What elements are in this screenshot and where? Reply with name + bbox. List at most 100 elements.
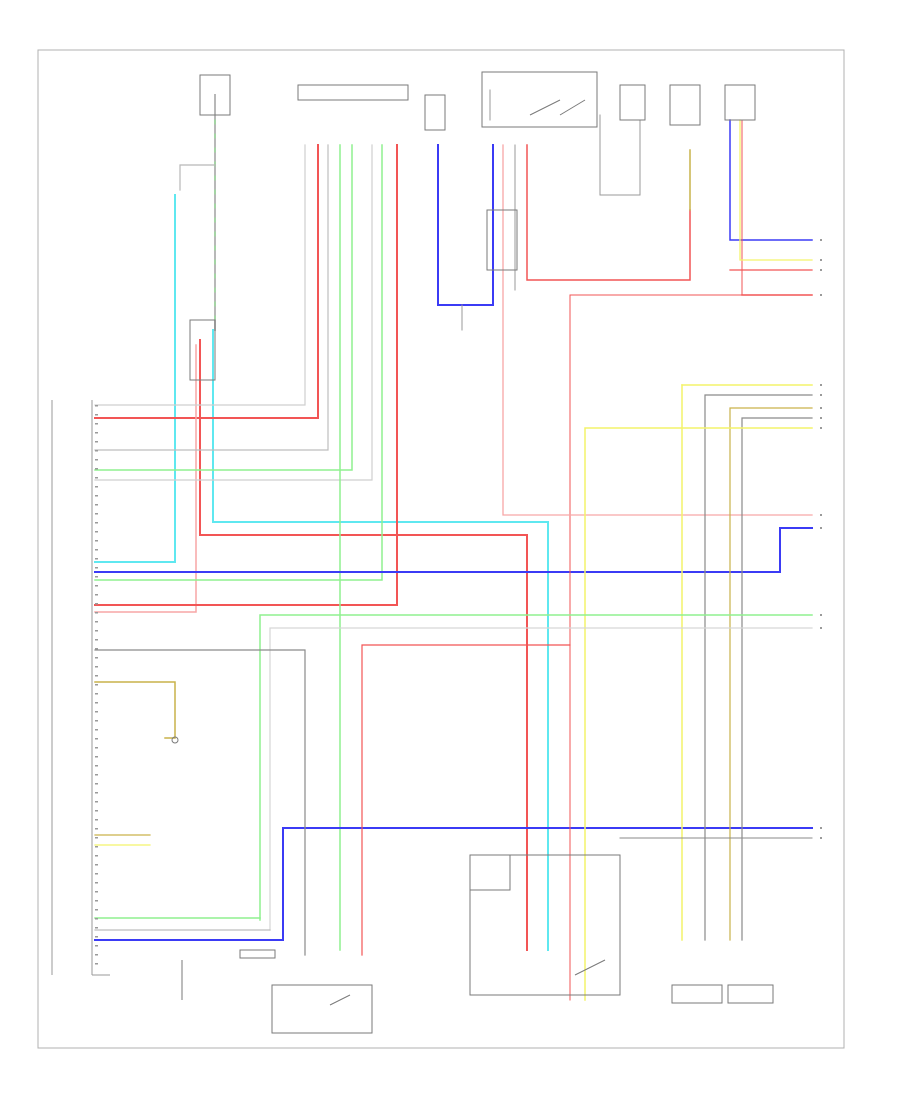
component-switch-bottom-center — [574, 959, 606, 976]
module-pin-mark — [95, 837, 98, 839]
junction-box-top-left — [199, 74, 231, 116]
wire-blue-bottom — [94, 827, 813, 941]
module-pin-mark — [95, 936, 98, 938]
fuse-box-2 — [669, 84, 701, 126]
module-pin-mark — [95, 765, 98, 767]
wire-olive-sensor — [94, 681, 176, 739]
relay-switch-line — [529, 99, 561, 116]
terminal-end-mark — [820, 394, 822, 396]
module-pin-mark — [95, 639, 98, 641]
module-pin-mark — [95, 783, 98, 785]
terminal-end-mark — [820, 614, 822, 616]
connector-marker-bottom — [239, 949, 276, 959]
wire-gray-2 — [704, 394, 813, 941]
component-box-bottom-center-2 — [469, 854, 621, 996]
diagram-frame — [37, 49, 845, 1049]
wire-red-bundle — [94, 144, 398, 606]
module-pin-mark — [95, 612, 98, 614]
component-switch-bottom-left — [329, 994, 351, 1006]
terminal-end-mark — [820, 407, 822, 409]
fuse-box-3 — [724, 84, 756, 121]
wire-light-red-right — [502, 144, 813, 516]
terminal-end-mark — [820, 417, 822, 419]
module-pin-mark — [95, 477, 98, 479]
wire-group — [94, 89, 813, 1001]
terminal-end-mark — [820, 294, 822, 296]
module-pin-mark — [95, 891, 98, 893]
component-box-bottom-center — [469, 854, 511, 891]
module-pin-mark — [95, 927, 98, 929]
module-pin-mark — [95, 729, 98, 731]
terminal-end-mark — [820, 269, 822, 271]
module-pin-mark — [95, 819, 98, 821]
module-pin-mark — [95, 666, 98, 668]
module-pin-mark — [95, 621, 98, 623]
module-pin-mark — [95, 549, 98, 551]
wire-olive-2 — [729, 407, 813, 941]
module-pin-mark — [95, 855, 98, 857]
terminal-marks — [95, 239, 822, 965]
module-pin-mark — [95, 909, 98, 911]
module-pin-mark — [95, 801, 98, 803]
component-box-bottom-right-2 — [727, 984, 774, 1004]
wire-red-top-right — [526, 144, 691, 281]
module-pin-mark — [95, 486, 98, 488]
module-pin-mark — [95, 954, 98, 956]
wire-gray-branch — [179, 164, 216, 191]
wire-blue-top — [437, 144, 494, 306]
module-pin-mark — [95, 495, 98, 497]
module-pin-mark — [95, 810, 98, 812]
wire-gray-lower — [269, 627, 813, 931]
module-pin-mark — [95, 900, 98, 902]
module-pin-mark — [95, 432, 98, 434]
wire-green-bundle — [94, 144, 353, 471]
module-pin-mark — [95, 423, 98, 425]
module-pin-mark — [95, 963, 98, 965]
module-pin-mark — [95, 648, 98, 650]
module-pin-mark — [95, 405, 98, 407]
relay-switch-line-2 — [559, 99, 586, 116]
module-pin-mark — [95, 504, 98, 506]
wire-blue-main — [94, 527, 813, 573]
module-pin-mark — [95, 594, 98, 596]
module-pin-mark — [95, 468, 98, 470]
connector-block-top-center — [297, 84, 409, 101]
terminal-end-mark — [820, 827, 822, 829]
module-pin-mark — [95, 675, 98, 677]
wire-yellow-2 — [584, 427, 813, 1001]
terminal-end-mark — [820, 427, 822, 429]
wire-cyan-2 — [212, 329, 549, 951]
wire-light-red-1 — [94, 344, 197, 613]
module-pin-mark — [95, 846, 98, 848]
wire-gray-bundle-2 — [94, 144, 329, 451]
module-pin-mark — [95, 792, 98, 794]
wire-gray-bundle-1 — [94, 144, 306, 406]
module-pin-mark — [95, 540, 98, 542]
module-pin-mark — [95, 459, 98, 461]
module-pin-mark — [95, 747, 98, 749]
relay-box-1 — [424, 94, 446, 131]
module-pin-mark — [95, 603, 98, 605]
module-pin-mark — [95, 531, 98, 533]
connector-left — [189, 319, 216, 381]
module-pin-mark — [95, 864, 98, 866]
module-pin-mark — [95, 414, 98, 416]
module-pin-mark — [95, 513, 98, 515]
module-pin-mark — [95, 738, 98, 740]
module-pin-mark — [95, 693, 98, 695]
module-pin-mark — [95, 522, 98, 524]
module-pin-mark — [95, 711, 98, 713]
control-module-connector — [51, 400, 110, 976]
wire-red-module-1 — [94, 144, 319, 419]
module-pin-mark — [95, 828, 98, 830]
relay-box-3 — [486, 209, 518, 271]
module-pin-mark — [95, 756, 98, 758]
module-pin-mark — [95, 774, 98, 776]
wire-red-right-1 — [569, 119, 743, 1001]
terminal-end-mark — [820, 259, 822, 261]
terminal-end-mark — [820, 627, 822, 629]
module-pin-mark — [95, 873, 98, 875]
module-pin-mark — [95, 720, 98, 722]
